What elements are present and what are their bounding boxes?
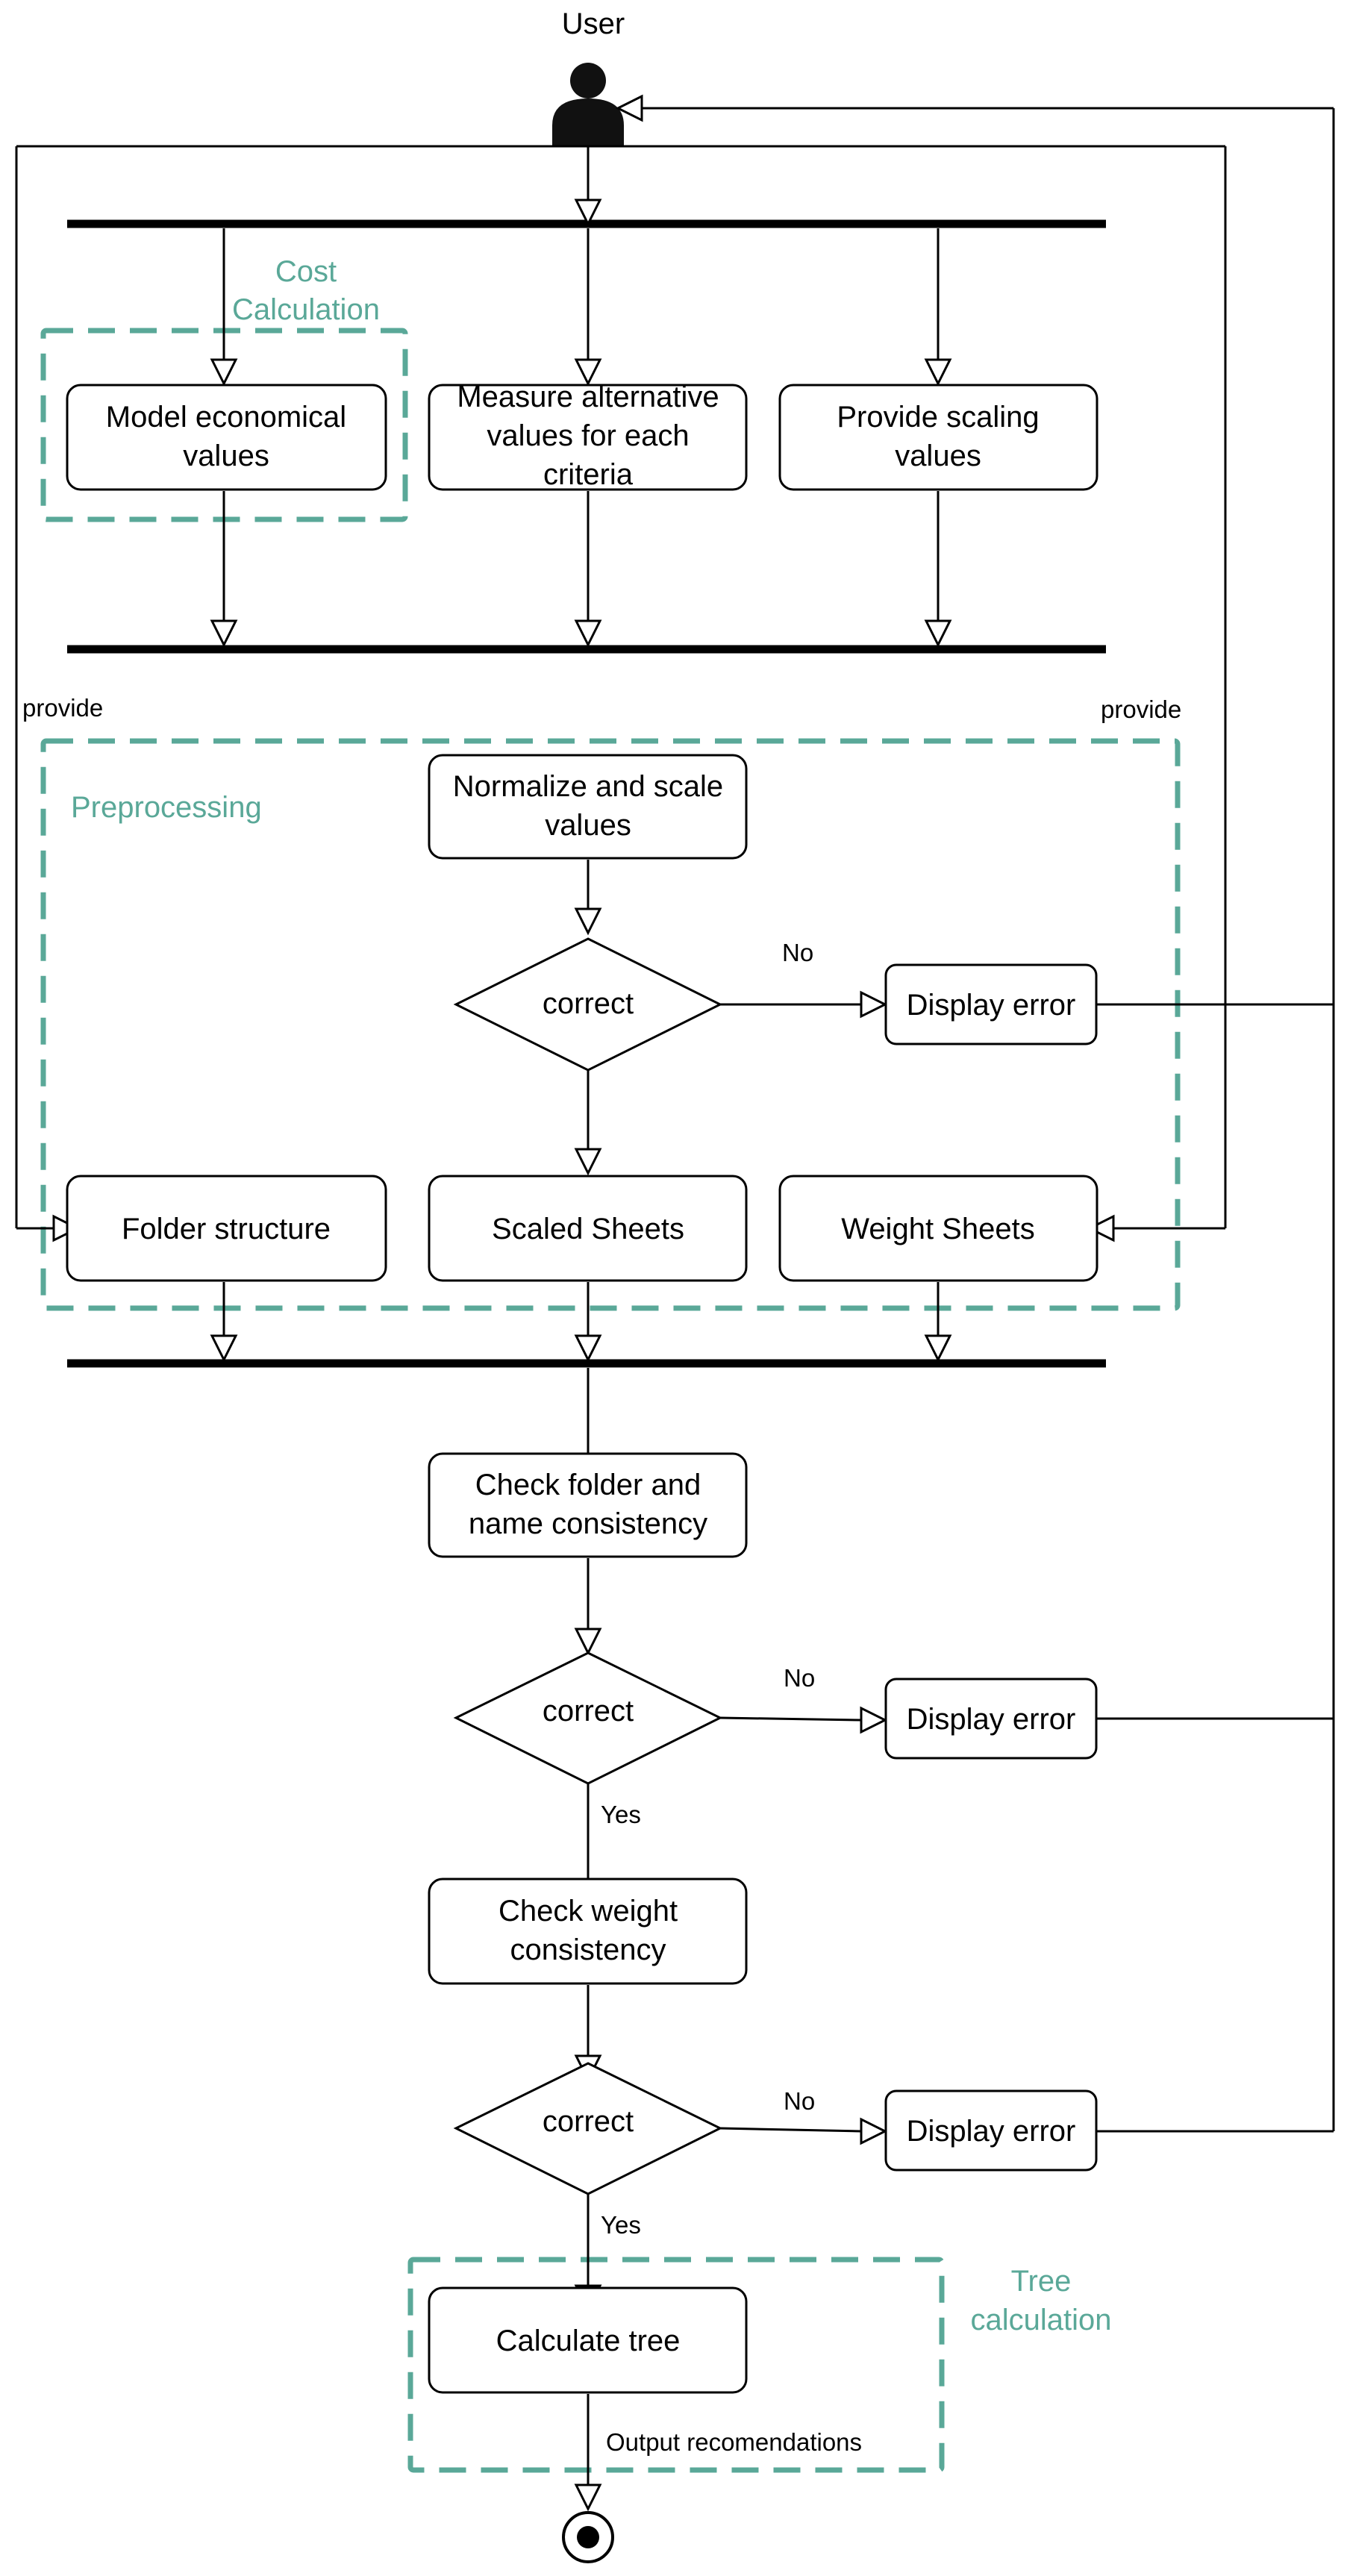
connector-lines [15,107,1335,2485]
node-model-economical: Model economical values [66,384,387,491]
svg-text:Normalize and scale: Normalize and scale [453,770,723,803]
preprocessing-group [40,738,1181,1311]
decision-1: correct [453,937,723,1072]
svg-text:Calculate tree: Calculate tree [496,2325,681,2357]
svg-text:Scaled Sheets: Scaled Sheets [492,1213,684,1245]
person-icon [552,63,624,146]
cost-group-label-line1: Cost [275,255,337,288]
node-normalize-scale: Normalize and scale values [428,754,748,860]
node-check-weight: Check weight consistency [428,1878,748,1985]
svg-text:correct: correct [543,1695,634,1728]
edge-label-yes-3: Yes [601,2211,641,2239]
node-calculate-tree: Calculate tree [428,2286,748,2394]
svg-text:Display error: Display error [907,989,1076,1022]
svg-text:Weight Sheets: Weight Sheets [841,1213,1034,1245]
preprocessing-group-label: Preprocessing [71,791,262,824]
node-display-error-3: Display error [884,2089,1098,2172]
svg-text:Folder structure: Folder structure [122,1213,331,1245]
edge-label-provide-right: provide [1101,695,1181,723]
tree-calculation-group [407,2257,945,2473]
svg-text:Check weight: Check weight [499,1895,678,1928]
svg-text:values: values [895,440,981,472]
svg-text:criteria: criteria [543,458,634,491]
edge-label-yes-2: Yes [601,1801,641,1828]
svg-text:correct: correct [543,987,634,1020]
svg-text:values for each: values for each [487,419,689,452]
node-folder-structure: Folder structure [66,1175,387,1282]
cost-group-label-line2: Calculation [232,293,380,326]
node-scaled-sheets: Scaled Sheets [428,1175,748,1282]
edge-label-no-2: No [784,1664,815,1692]
svg-text:Check folder and: Check folder and [475,1469,701,1501]
node-provide-scaling: Provide scaling values [778,384,1098,491]
svg-text:name consistency: name consistency [469,1507,707,1540]
decision-2: correct [453,1651,723,1785]
svg-text:Provide scaling: Provide scaling [837,401,1039,434]
node-check-folder: Check folder and name consistency [428,1452,748,1558]
svg-text:correct: correct [543,2105,634,2138]
svg-text:values: values [183,440,269,472]
edge-label-no-3: No [784,2087,815,2115]
tree-group-label-line1: Tree [1011,2265,1072,2298]
svg-text:Model economical: Model economical [106,401,346,434]
decision-3: correct [453,2062,723,2195]
final-state-icon [562,2511,614,2563]
svg-text:values: values [545,809,631,842]
svg-text:consistency: consistency [510,1933,666,1966]
svg-text:Measure alternative: Measure alternative [457,381,719,413]
edge-label-output: Output recomendations [606,2428,862,2456]
actor-label: User [562,7,625,40]
node-weight-sheets: Weight Sheets [778,1175,1098,1282]
node-measure-alternative: Measure alternative values for each crit… [428,381,748,491]
svg-text:Display error: Display error [907,1703,1076,1736]
edge-label-provide-left: provide [22,694,103,722]
tree-group-label-line2: calculation [970,2304,1111,2336]
svg-text:Display error: Display error [907,2115,1076,2148]
edge-label-no-1: No [782,939,813,966]
node-display-error-2: Display error [884,1678,1098,1760]
node-display-error-1: Display error [884,963,1098,1045]
